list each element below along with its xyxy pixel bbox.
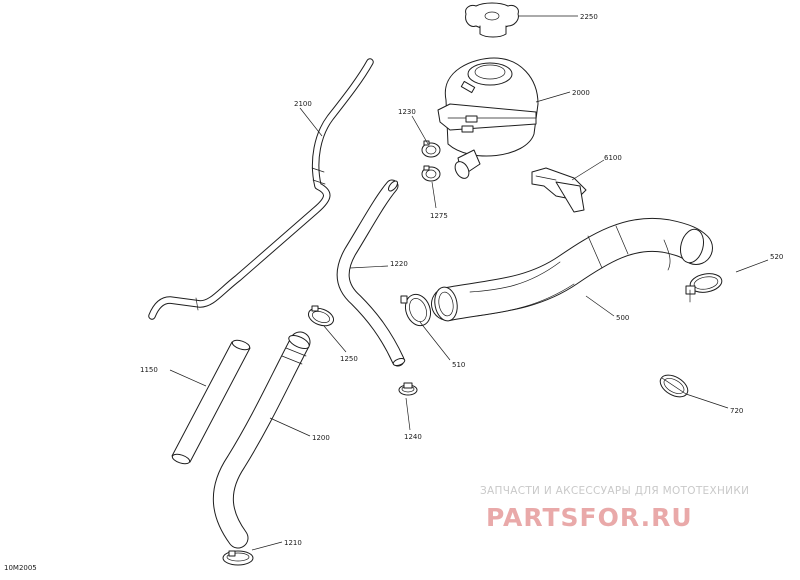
bent-hose	[212, 331, 311, 549]
label-1150: 1150	[140, 366, 158, 374]
hose-clip	[398, 382, 418, 396]
watermark-tagline: ЗАПЧАСТИ И АКСЕССУАРЫ ДЛЯ МОТОТЕХНИКИ	[480, 485, 749, 497]
diagram-code: 10M2005	[4, 564, 37, 572]
label-6100: 6100	[604, 154, 622, 162]
bottom-hose-clamp	[222, 550, 254, 566]
straight-pipe	[171, 339, 251, 465]
label-2250: 2250	[580, 13, 598, 21]
label-520: 520	[770, 253, 783, 261]
hose-clamp	[400, 293, 432, 327]
watermark-logo: PARTSFOR.RU	[486, 503, 693, 532]
band-clamp	[659, 374, 689, 398]
reservoir-clamp-lower	[421, 165, 441, 182]
reservoir-clamp-upper	[421, 140, 441, 158]
label-1250: 1250	[340, 355, 358, 363]
small-hose-clamp	[307, 305, 335, 327]
reservoir-bracket	[531, 167, 587, 213]
label-720: 720	[730, 407, 743, 415]
label-510: 510	[452, 361, 465, 369]
label-1200: 1200	[312, 434, 330, 442]
label-1275: 1275	[430, 212, 448, 220]
label-2000: 2000	[572, 89, 590, 97]
coolant-reservoir	[437, 57, 539, 179]
radiator-hose	[431, 217, 713, 322]
overflow-hose	[148, 58, 374, 320]
leader-lines	[169, 15, 769, 551]
label-2100: 2100	[294, 100, 312, 108]
label-1240: 1240	[404, 433, 422, 441]
pressure-cap	[465, 2, 519, 38]
radiator-hose-clamp	[685, 273, 723, 303]
label-500: 500	[616, 314, 629, 322]
part-labels: 2250 2000 1230 1275 6100 2100 1220 520 5…	[4, 13, 783, 572]
reservoir-outlet-hose	[336, 179, 406, 367]
watermark: ЗАПЧАСТИ И АКСЕССУАРЫ ДЛЯ МОТОТЕХНИКИ PA…	[480, 485, 749, 532]
label-1230: 1230	[398, 108, 416, 116]
label-1210: 1210	[284, 539, 302, 547]
label-1220: 1220	[390, 260, 408, 268]
